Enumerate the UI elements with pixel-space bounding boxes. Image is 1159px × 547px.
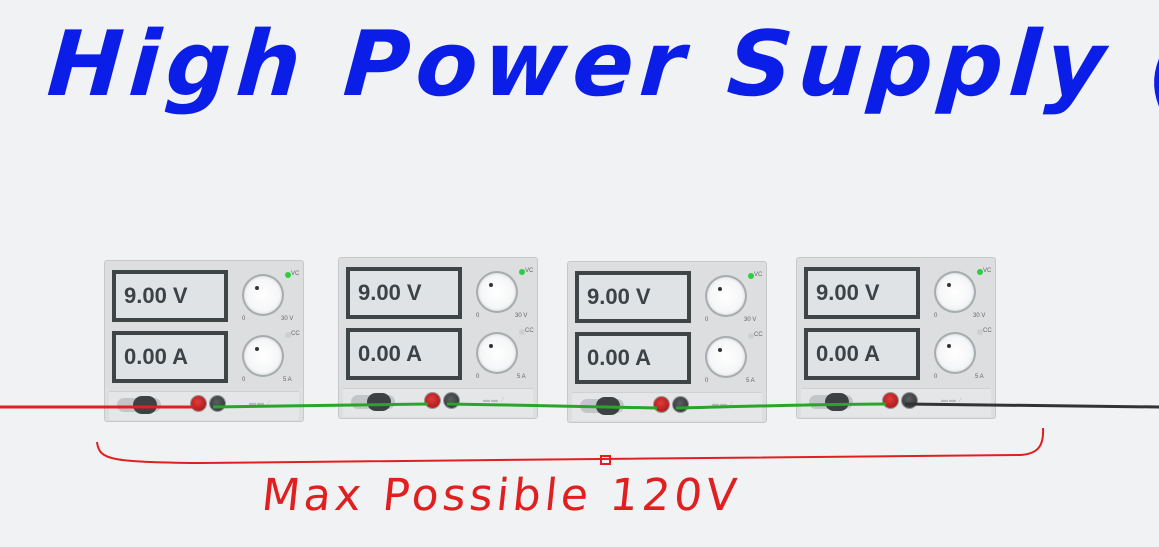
voltage-display: 9.00 V <box>575 271 691 323</box>
brand-mark: ▬▬ ∕ <box>712 401 734 408</box>
current-display: 0.00 A <box>346 328 462 380</box>
cc-indicator-light <box>748 333 754 339</box>
negative-output-wire[interactable] <box>904 402 1159 409</box>
voltage-knob[interactable] <box>242 274 284 316</box>
current-min-label: 0 <box>705 378 709 384</box>
cc-label: CC <box>291 331 300 337</box>
switch-thumb <box>367 393 391 411</box>
series-wire-1[interactable] <box>212 402 429 409</box>
cc-indicator-light <box>285 332 291 338</box>
voltage-display: 9.00 V <box>346 267 462 319</box>
vc-label: VC <box>291 271 300 277</box>
positive-terminal[interactable] <box>191 396 206 411</box>
vc-indicator-light <box>977 269 983 275</box>
handwritten-annotation: Max Possible 120V <box>259 470 743 521</box>
voltage-min-label: 0 <box>242 316 246 322</box>
switch-thumb <box>825 393 849 411</box>
voltage-knob[interactable] <box>476 271 518 313</box>
brand-mark: ▬▬ ∕ <box>941 397 963 404</box>
brand-mark: ▬▬ ∕ <box>483 397 505 404</box>
current-min-label: 0 <box>242 377 246 383</box>
bracket-center-mark <box>600 455 611 465</box>
vc-indicator-light <box>748 273 754 279</box>
voltage-knob[interactable] <box>934 271 976 313</box>
current-display: 0.00 A <box>575 332 691 384</box>
current-knob[interactable] <box>934 332 976 374</box>
voltage-knob[interactable] <box>705 275 747 317</box>
span-bracket <box>96 427 1045 465</box>
vc-indicator-light <box>519 269 525 275</box>
brand-mark: ▬▬ ∕ <box>249 400 271 407</box>
voltage-max-label: 30 V <box>744 317 757 323</box>
power-supply-4[interactable]: 9.00 V 0.00 A VC CC 0 30 V 0 5 A ▬▬ ∕ <box>796 257 996 419</box>
current-min-label: 0 <box>934 374 938 380</box>
voltage-min-label: 0 <box>476 313 480 319</box>
vc-label: VC <box>525 268 534 274</box>
current-max-label: 5 A <box>746 378 755 384</box>
current-knob[interactable] <box>705 336 747 378</box>
current-display: 0.00 A <box>112 331 228 383</box>
voltage-display: 9.00 V <box>112 270 228 322</box>
cc-indicator-light <box>519 329 525 335</box>
series-wire-3[interactable] <box>675 402 887 410</box>
terminal-panel: ▬▬ ∕ <box>801 388 991 417</box>
voltage-min-label: 0 <box>705 317 709 323</box>
vc-indicator-light <box>285 272 291 278</box>
current-max-label: 5 A <box>517 374 526 380</box>
cc-indicator-light <box>977 329 983 335</box>
current-knob[interactable] <box>476 332 518 374</box>
voltage-min-label: 0 <box>934 313 938 319</box>
current-knob[interactable] <box>242 335 284 377</box>
switch-thumb <box>133 396 157 414</box>
power-supply-2[interactable]: 9.00 V 0.00 A VC CC 0 30 V 0 5 A ▬▬ ∕ <box>338 257 538 419</box>
vc-label: VC <box>983 268 992 274</box>
power-supply-3[interactable]: 9.00 V 0.00 A VC CC 0 30 V 0 5 A ▬▬ ∕ <box>567 261 767 423</box>
current-max-label: 5 A <box>283 377 292 383</box>
voltage-display: 9.00 V <box>804 267 920 319</box>
cc-label: CC <box>525 328 534 334</box>
current-display: 0.00 A <box>804 328 920 380</box>
current-max-label: 5 A <box>975 374 984 380</box>
vc-label: VC <box>754 272 763 278</box>
voltage-max-label: 30 V <box>515 313 528 319</box>
series-wire-2[interactable] <box>446 402 658 410</box>
cc-label: CC <box>983 328 992 334</box>
voltage-max-label: 30 V <box>281 316 294 322</box>
positive-terminal[interactable] <box>883 393 898 408</box>
positive-terminal[interactable] <box>425 393 440 408</box>
cc-label: CC <box>754 332 763 338</box>
current-min-label: 0 <box>476 374 480 380</box>
voltage-max-label: 30 V <box>973 313 986 319</box>
positive-terminal[interactable] <box>654 397 669 412</box>
